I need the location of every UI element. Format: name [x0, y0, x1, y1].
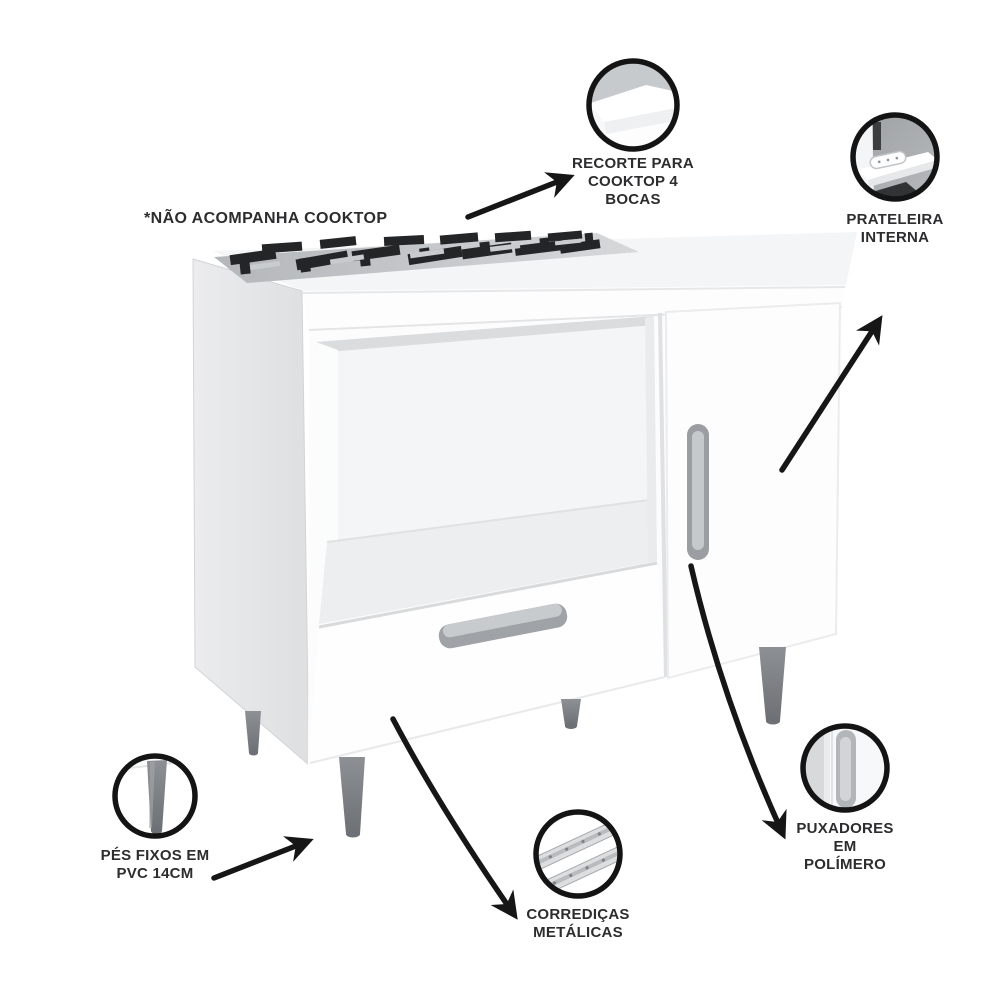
- kitchen-cabinet: [192, 230, 857, 838]
- drawer: [308, 561, 666, 766]
- arrow-to-corredicas-circle: [390, 716, 518, 920]
- detail-circle-corredicas: [533, 809, 623, 899]
- detail-circle-recorte: [586, 58, 680, 152]
- arrow-to-prateleira-circle: [779, 315, 883, 473]
- divider-gap: [658, 312, 668, 678]
- cooktop: [214, 230, 639, 283]
- left-side-panel: [192, 258, 310, 767]
- cabinet-legs: [245, 647, 786, 838]
- leg-front-right: [759, 647, 786, 725]
- annotation-arrows: [211, 172, 883, 920]
- drawer-handle: [438, 603, 568, 649]
- metal-drawer-slides-icon: [536, 812, 620, 896]
- countertop: [213, 232, 857, 332]
- door-handle: [687, 424, 709, 560]
- arrow-to-puxadores-label: [688, 563, 787, 840]
- arrow-from-pes-label: [211, 836, 314, 881]
- leg-front-left: [339, 757, 365, 838]
- detail-circle-pes: [112, 753, 198, 839]
- open-shelf-cavity: [316, 316, 657, 624]
- label-corredicas: CORREDIÇAS METÁLICAS: [526, 906, 630, 941]
- cabinet-door: [664, 301, 842, 680]
- pvc-foot-icon: [115, 756, 195, 836]
- label-puxadores: PUXADORES EM POLÍMERO: [796, 820, 894, 873]
- arrow-to-recorte-label: [465, 172, 575, 220]
- label-prateleira-interna: PRATELEIRA INTERNA: [846, 211, 944, 246]
- note-no-cooktop: *NÃO ACOMPANHA COOKTOP: [144, 210, 388, 227]
- label-recorte-cooktop: RECORTE PARA COOKTOP 4 BOCAS: [572, 155, 694, 208]
- leg-middle-back: [561, 699, 581, 729]
- label-pes-fixos: PÉS FIXOS EM PVC 14CM: [100, 847, 210, 882]
- cooktop-grates: [229, 230, 601, 275]
- detail-circle-prateleira: [850, 112, 940, 202]
- cooktop-grate-highlights: [249, 238, 582, 271]
- leg-back-left: [245, 711, 261, 756]
- detail-circle-puxadores: [800, 723, 890, 813]
